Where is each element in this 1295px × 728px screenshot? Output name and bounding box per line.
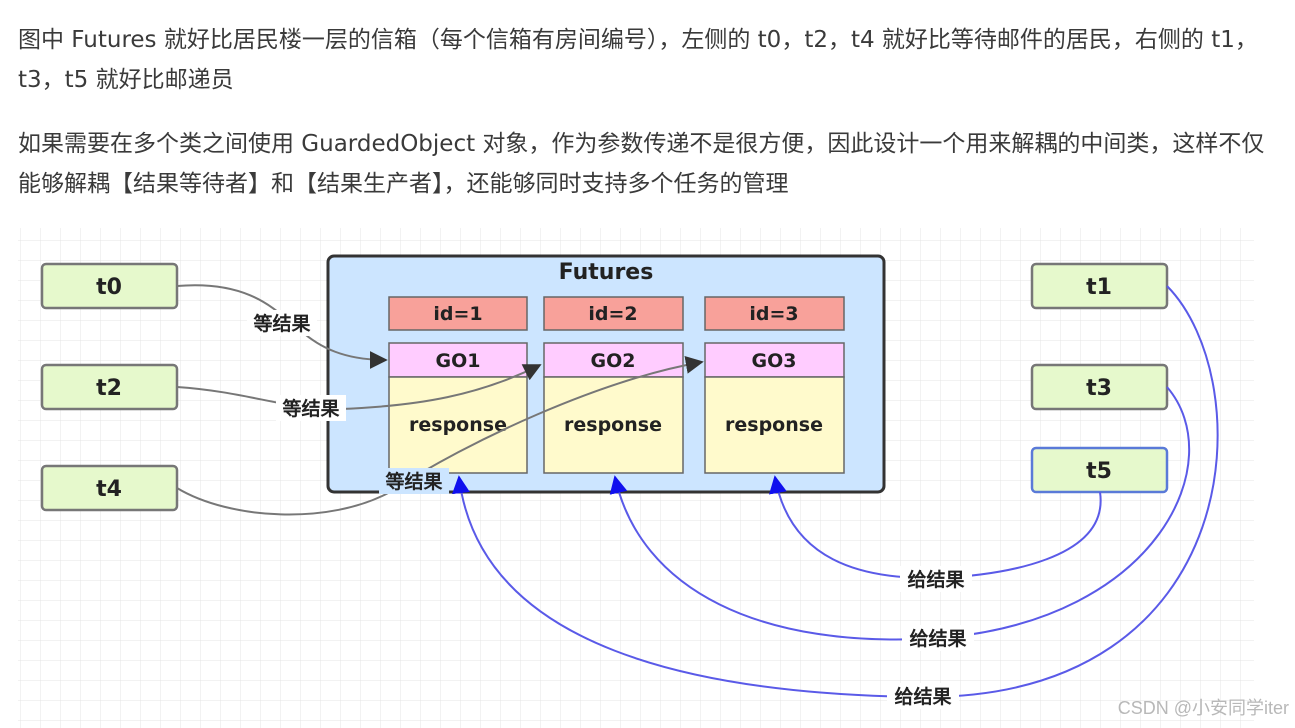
- give-label-bg-2: [902, 625, 974, 651]
- wait-label-1: 等结果: [252, 312, 310, 335]
- waiter-label-t0: t0: [96, 275, 122, 300]
- go-label-3: GO3: [752, 350, 797, 372]
- design-paragraph: 如果需要在多个类之间使用 GuardedObject 对象，作为参数传递不是很方…: [18, 131, 1265, 197]
- intro-paragraph: 图中 Futures 就好比居民楼一层的信箱（每个信箱有房间编号），左侧的 t0…: [18, 27, 1258, 93]
- response-box-3: [704, 376, 845, 474]
- go-label-2: GO2: [591, 350, 636, 372]
- give-label-bg-3: [887, 683, 959, 709]
- producer-node-t5: [1030, 446, 1169, 494]
- wait-label-3: 等结果: [384, 470, 442, 493]
- id-label-1: id=1: [433, 303, 482, 325]
- go-label-1: GO1: [436, 350, 481, 372]
- go-box-3: [704, 342, 845, 378]
- id-box-1: [388, 296, 528, 331]
- csdn-watermark: CSDN @小安同学iter: [1117, 698, 1289, 718]
- give-label-1: 给结果: [907, 568, 964, 591]
- response-label-2: response: [564, 414, 662, 436]
- response-box-2: [543, 376, 684, 474]
- wait-label-2: 等结果: [281, 397, 339, 420]
- producer-label-t1: t1: [1086, 275, 1112, 300]
- producer-label-t3: t3: [1086, 376, 1112, 401]
- futures-title: Futures: [559, 260, 654, 285]
- give-label-3: 给结果: [894, 685, 951, 708]
- id-box-2: [543, 296, 684, 331]
- waiter-label-t4: t4: [96, 477, 122, 502]
- response-box-1: [388, 376, 528, 474]
- id-box-3: [704, 296, 845, 331]
- wait-label-bg-2: [276, 395, 346, 421]
- give-label-2: 给结果: [909, 627, 966, 650]
- wait-label-bg-1: [247, 310, 317, 336]
- id-label-3: id=3: [749, 303, 798, 325]
- waiter-label-t2: t2: [96, 376, 122, 401]
- go-box-1: [388, 342, 528, 378]
- response-label-3: response: [725, 414, 823, 436]
- response-label-1: response: [409, 414, 507, 436]
- give-label-bg-1: [900, 566, 972, 592]
- id-label-2: id=2: [588, 303, 637, 325]
- producer-label-t5: t5: [1086, 459, 1112, 484]
- wait-label-bg-3: [379, 468, 449, 494]
